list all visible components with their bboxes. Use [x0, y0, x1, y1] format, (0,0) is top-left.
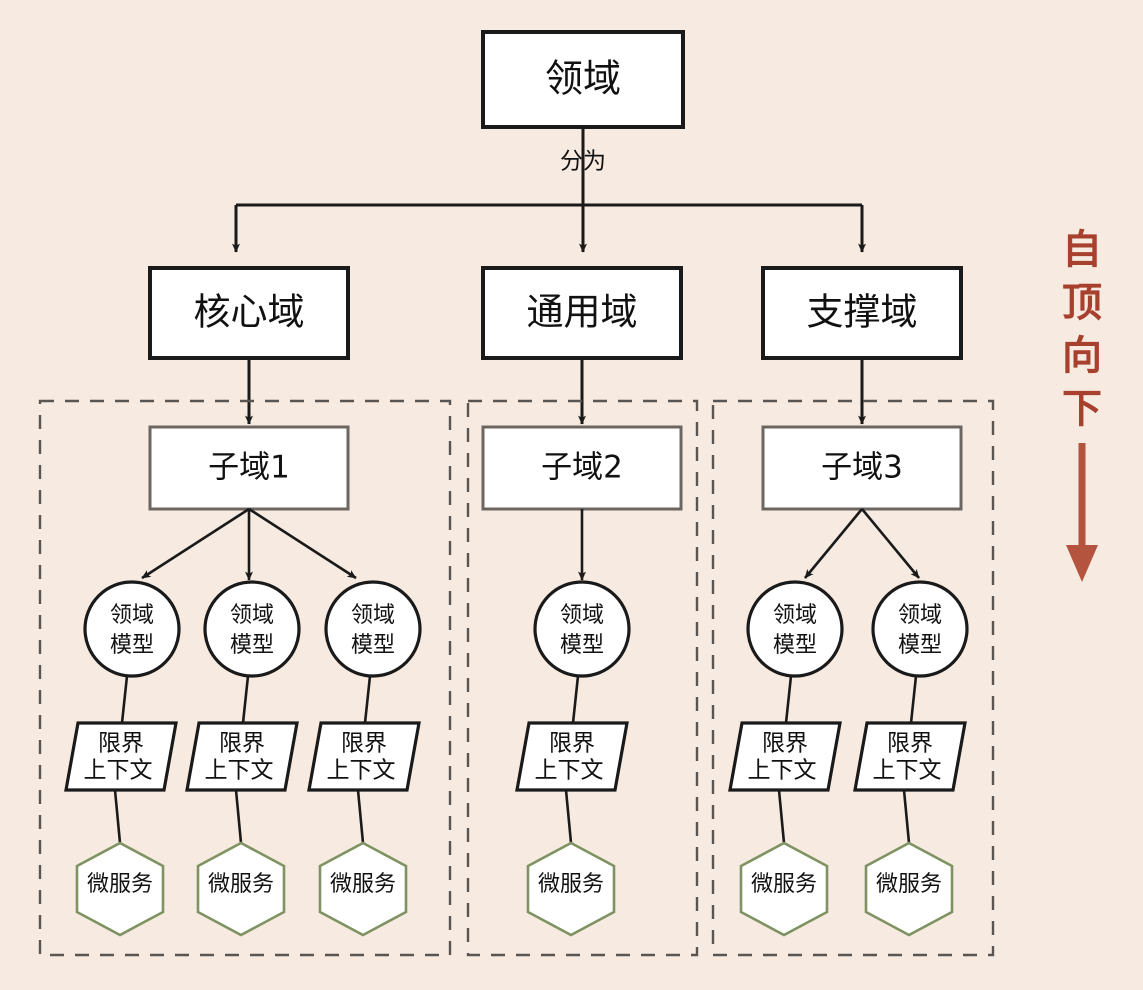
node-bounded-context-1-2[interactable]: 限界 上下文	[185, 721, 299, 792]
node-microservice-1-2[interactable]: 微服务	[196, 841, 286, 937]
node-domain-core[interactable]: 核心域	[148, 266, 350, 360]
node-bounded-context-2-1[interactable]: 限界 上下文	[515, 721, 629, 792]
node-domain-model-3-2-line2: 模型	[898, 633, 942, 658]
node-microservice-3-2[interactable]: 微服务	[864, 841, 954, 937]
node-subdomain-3-label: 子域3	[821, 450, 903, 486]
group-boundary-supporting	[711, 399, 995, 957]
edge-sub3-to-dm2	[860, 508, 921, 579]
node-domain-model-3-1-line2: 模型	[773, 633, 817, 658]
node-bounded-context-1-2-line2: 上下文	[205, 758, 274, 784]
edge-bc-1-2-to-ms	[234, 789, 243, 844]
node-microservice-1-1[interactable]: 微服务	[75, 841, 165, 937]
node-subdomain-1[interactable]: 子域1	[148, 425, 350, 511]
annotation-top-down: 自 顶 向 下	[1062, 227, 1102, 582]
node-bounded-context-1-1-line1: 限界	[98, 731, 144, 757]
edge-sub1-to-dm1	[141, 507, 250, 580]
node-domain-generic-label: 通用域	[527, 291, 638, 334]
node-bounded-context-3-1-line2: 上下文	[748, 758, 817, 784]
node-domain-model-1-1-line2: 模型	[110, 633, 154, 658]
edge-domain-split: 分为	[560, 127, 606, 205]
edge-dm-1-2-to-bc	[241, 675, 250, 724]
edge-dm-1-1-to-bc	[120, 675, 129, 724]
edge-bc-1-1-to-ms	[113, 789, 122, 844]
node-domain-model-2-1-line1: 领域	[560, 603, 604, 628]
node-subdomain-3[interactable]: 子域3	[761, 425, 963, 511]
top-down-arrow-icon	[1066, 545, 1098, 582]
node-domain-model-1-3[interactable]: 领域 模型	[324, 580, 422, 678]
group-boundary-core	[38, 399, 452, 957]
edge-label-split-into: 分为	[560, 149, 606, 175]
node-domain-model-1-1-line1: 领域	[110, 603, 154, 628]
node-domain-generic[interactable]: 通用域	[481, 266, 683, 360]
edge-bc-2-1-to-ms	[564, 789, 573, 844]
node-subdomain-2-label: 子域2	[541, 450, 623, 486]
node-microservice-3-2-label: 微服务	[876, 872, 942, 897]
edge-sub1-to-dm3	[248, 507, 357, 580]
node-bounded-context-1-3-line2: 上下文	[327, 758, 396, 784]
edge-dm-2-1-to-bc	[571, 675, 580, 724]
annotation-top-down-char-3: 向	[1062, 333, 1102, 379]
node-bounded-context-3-2[interactable]: 限界 上下文	[853, 721, 967, 792]
node-domain-model-2-1[interactable]: 领域 模型	[533, 580, 631, 678]
node-domain-model-1-2-line2: 模型	[230, 633, 274, 658]
edge-bc-3-1-to-ms	[777, 789, 786, 844]
node-microservice-1-2-label: 微服务	[208, 872, 274, 897]
node-bounded-context-1-1-line2: 上下文	[84, 758, 153, 784]
node-domain-model-3-2[interactable]: 领域 模型	[871, 580, 969, 678]
node-bounded-context-1-2-line1: 限界	[219, 731, 265, 757]
node-domain-model-1-3-line1: 领域	[351, 603, 395, 628]
node-domain-label: 领域	[545, 57, 621, 101]
branch-bus-domains	[232, 203, 866, 253]
edge-dm-3-2-to-bc	[909, 675, 918, 724]
node-bounded-context-2-1-line1: 限界	[549, 731, 595, 757]
node-domain-model-1-3-line2: 模型	[351, 633, 395, 658]
edge-bc-1-3-to-ms	[356, 789, 365, 844]
edge-sub3-to-dm1	[803, 508, 864, 579]
node-bounded-context-1-3-line1: 限界	[341, 731, 387, 757]
node-domain[interactable]: 领域	[481, 30, 685, 129]
node-microservice-3-1-label: 微服务	[751, 872, 817, 897]
edge-bc-3-2-to-ms	[902, 789, 911, 844]
node-domain-model-1-1[interactable]: 领域 模型	[83, 580, 181, 678]
node-domain-model-2-1-line2: 模型	[560, 633, 604, 658]
node-bounded-context-2-1-line2: 上下文	[535, 758, 604, 784]
annotation-top-down-char-1: 自	[1062, 227, 1102, 273]
node-bounded-context-1-3[interactable]: 限界 上下文	[307, 721, 421, 792]
node-domain-model-3-2-line1: 领域	[898, 603, 942, 628]
node-bounded-context-1-1[interactable]: 限界 上下文	[64, 721, 178, 792]
node-domain-model-1-2[interactable]: 领域 模型	[203, 580, 301, 678]
edge-dm-3-1-to-bc	[784, 675, 793, 724]
node-bounded-context-3-2-line2: 上下文	[873, 758, 942, 784]
node-microservice-1-3[interactable]: 微服务	[318, 841, 408, 937]
node-microservice-1-3-label: 微服务	[330, 872, 396, 897]
node-subdomain-2[interactable]: 子域2	[481, 425, 683, 511]
node-microservice-1-1-label: 微服务	[87, 872, 153, 897]
node-microservice-2-1-label: 微服务	[538, 872, 604, 897]
group-boundary-generic	[466, 399, 699, 957]
node-domain-supporting-label: 支撑域	[807, 291, 918, 334]
node-domain-core-label: 核心域	[194, 291, 305, 334]
node-microservice-3-1[interactable]: 微服务	[739, 841, 829, 937]
node-bounded-context-3-1-line1: 限界	[762, 731, 808, 757]
annotation-top-down-char-4: 下	[1062, 386, 1102, 432]
node-bounded-context-3-1[interactable]: 限界 上下文	[728, 721, 842, 792]
node-domain-model-3-1[interactable]: 领域 模型	[746, 580, 844, 678]
node-domain-model-3-1-line1: 领域	[773, 603, 817, 628]
node-subdomain-1-label: 子域1	[208, 450, 290, 486]
node-domain-supporting[interactable]: 支撑域	[761, 266, 963, 360]
node-microservice-2-1[interactable]: 微服务	[526, 841, 616, 937]
annotation-top-down-char-2: 顶	[1062, 280, 1102, 326]
edge-dm-1-3-to-bc	[363, 675, 372, 724]
node-domain-model-1-2-line1: 领域	[230, 603, 274, 628]
node-bounded-context-3-2-line1: 限界	[887, 731, 933, 757]
